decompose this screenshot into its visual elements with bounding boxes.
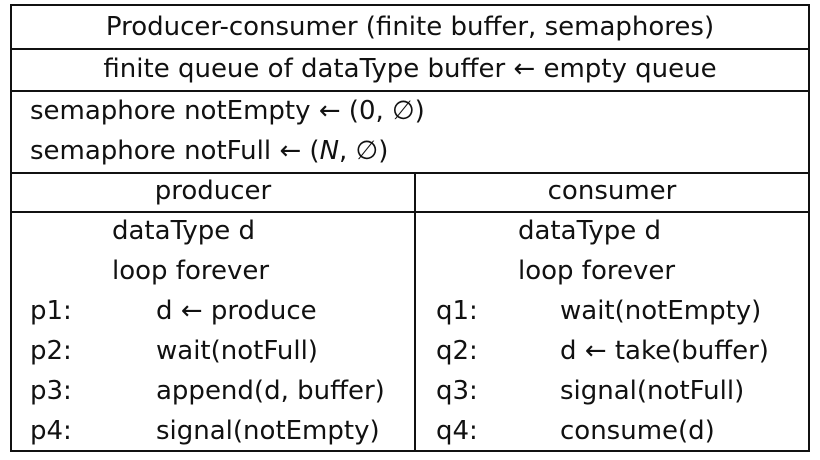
- algorithm-table: Producer-consumer (finite buffer, semaph…: [10, 4, 810, 452]
- divider: [12, 211, 808, 213]
- global-declaration: finite queue of dataType buffer ← empty …: [103, 54, 717, 84]
- producer-step-label: p4:: [30, 416, 72, 446]
- algorithm-title: Producer-consumer (finite buffer, semaph…: [105, 12, 715, 42]
- semaphore-not-empty: semaphore notEmpty ← (0, ∅): [30, 96, 425, 126]
- consumer-step-label: q2:: [436, 336, 478, 366]
- consumer-step-code: signal(notFull): [560, 376, 745, 406]
- consumer-step-label: q3:: [436, 376, 478, 406]
- producer-declaration: dataType d: [112, 216, 256, 246]
- consumer-loop: loop forever: [518, 256, 676, 286]
- consumer-header: consumer: [547, 176, 677, 206]
- divider: [12, 48, 808, 50]
- producer-header: producer: [154, 176, 272, 206]
- producer-step-label: p3:: [30, 376, 72, 406]
- divider: [12, 90, 808, 92]
- producer-step-code: signal(notEmpty): [156, 416, 380, 446]
- producer-loop: loop forever: [112, 256, 270, 286]
- consumer-step-code: wait(notEmpty): [560, 296, 762, 326]
- consumer-declaration: dataType d: [518, 216, 662, 246]
- divider: [12, 172, 808, 174]
- producer-step-label: p2:: [30, 336, 72, 366]
- producer-step-code: wait(notFull): [156, 336, 318, 366]
- consumer-step-label: q1:: [436, 296, 478, 326]
- consumer-step-code: d ← take(buffer): [560, 336, 769, 366]
- consumer-step-code: consume(d): [560, 416, 715, 446]
- producer-step-code: append(d, buffer): [156, 376, 385, 406]
- consumer-step-label: q4:: [436, 416, 478, 446]
- semaphore-not-full: semaphore notFull ← (N, ∅): [30, 136, 389, 166]
- column-divider: [414, 172, 416, 450]
- producer-step-label: p1:: [30, 296, 72, 326]
- producer-step-code: d ← produce: [156, 296, 317, 326]
